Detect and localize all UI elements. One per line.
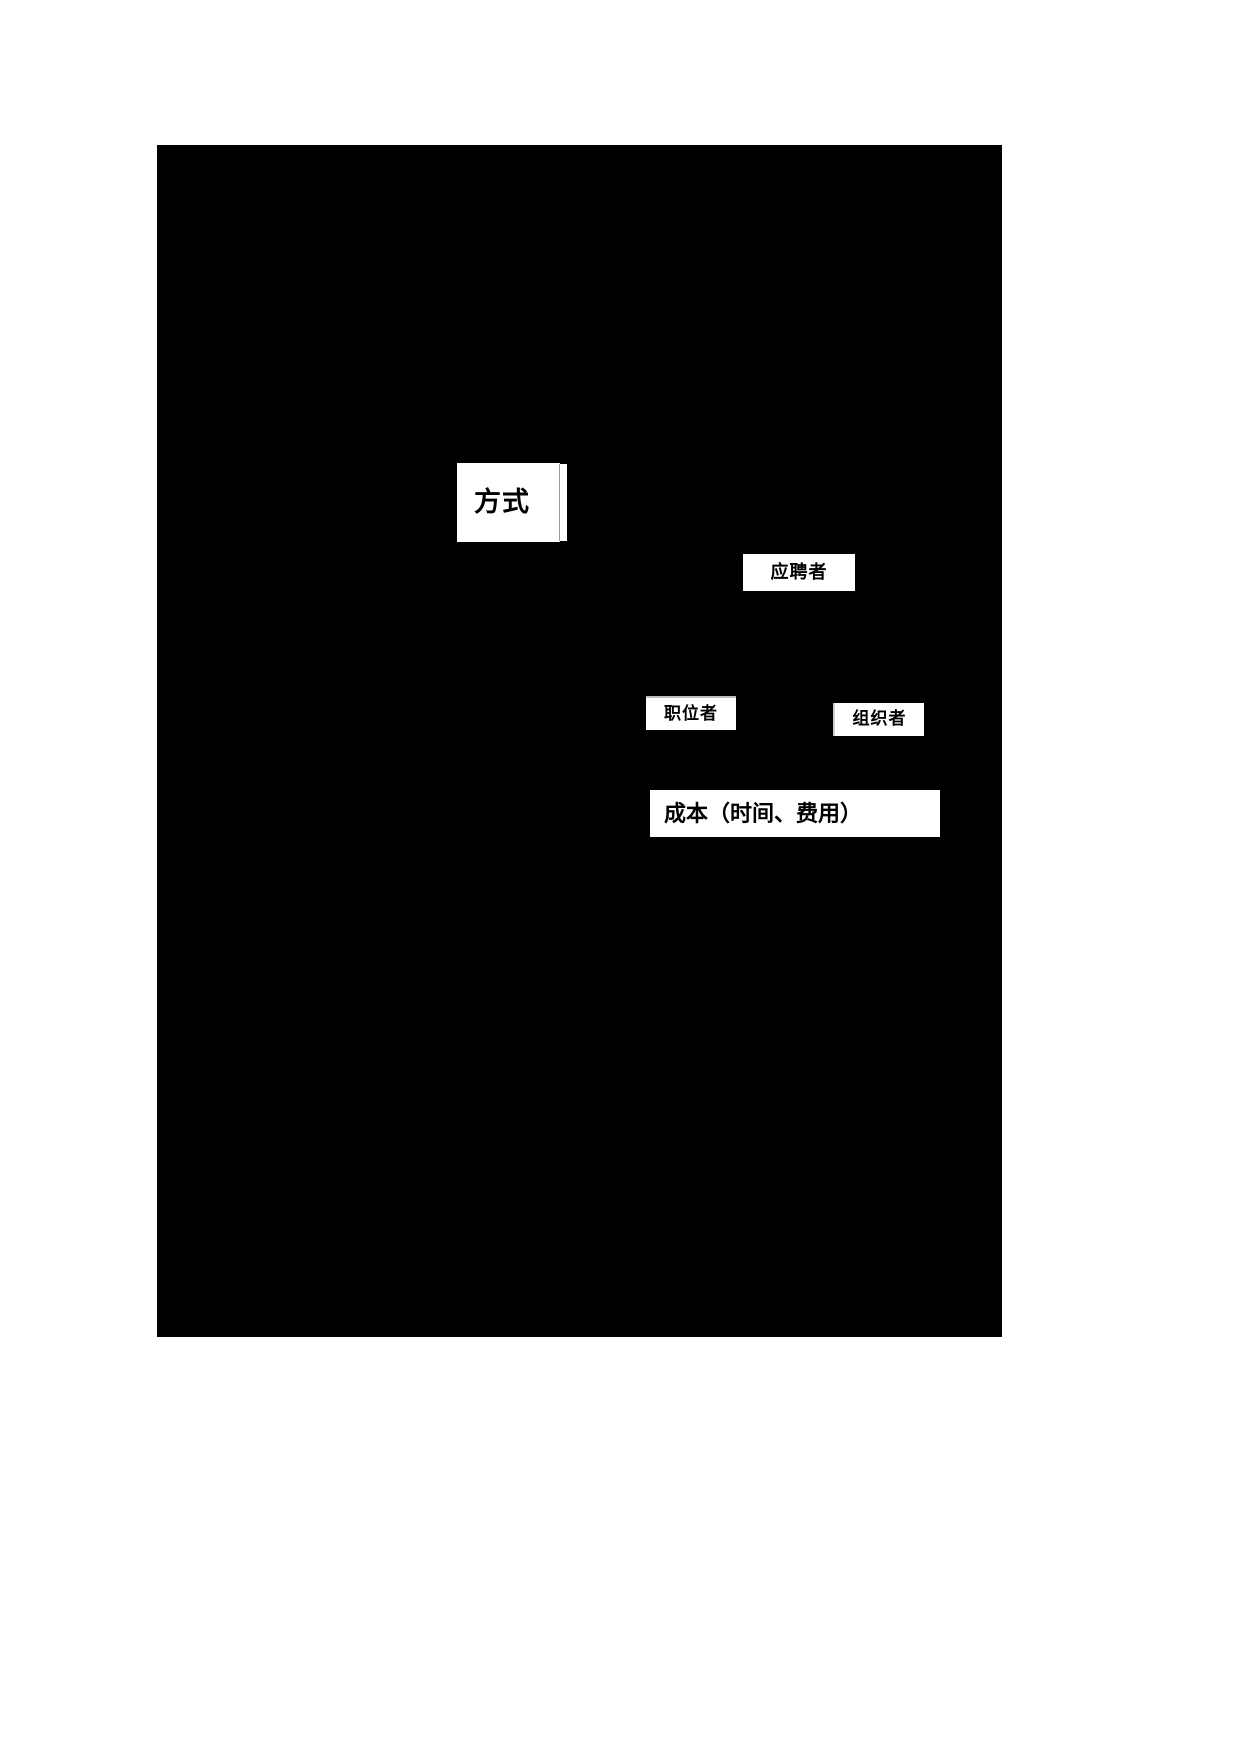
diagram-node-chengben-label: 成本（时间、费用） (664, 800, 863, 827)
diagram-node-zhiweizhe-label: 职位者 (664, 703, 718, 724)
diagram-node-yingpinzhe[interactable]: 应聘者 (743, 554, 855, 591)
diagram-node-fangshi-label: 方式 (474, 487, 530, 518)
diagram-node-zhiweizhe[interactable]: 职位者 (646, 696, 736, 730)
diagram-node-fangshi[interactable]: 方式 (457, 463, 567, 542)
diagram-node-zuzhizhe[interactable]: 组织者 (833, 703, 924, 736)
node-edge-highlight (559, 464, 567, 541)
diagram-node-zuzhizhe-label: 组织者 (852, 709, 907, 729)
diagram-node-chengben[interactable]: 成本（时间、费用） (650, 790, 940, 837)
diagram-node-yingpinzhe-label: 应聘者 (770, 561, 828, 583)
diagram-black-panel: 方式 应聘者 职位者 组织者 成本（时间、费用） (157, 145, 1002, 1337)
